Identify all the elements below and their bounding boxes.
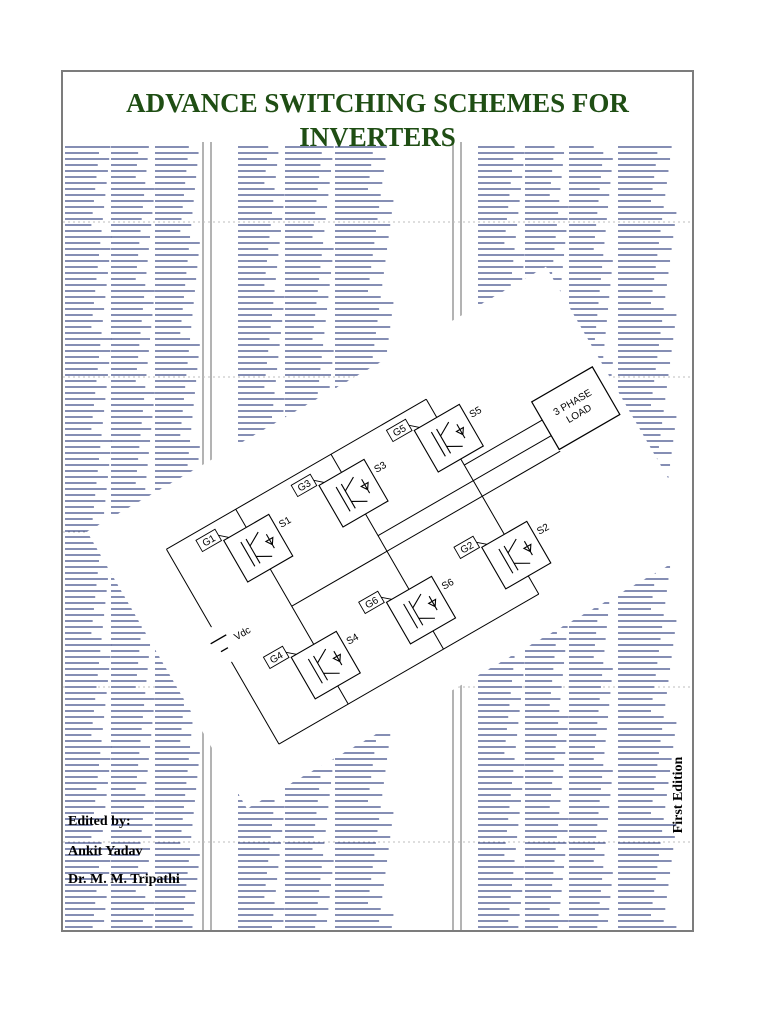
switch-label: S4 (345, 632, 361, 648)
igbt-symbol-icon (403, 593, 438, 629)
title-line-1: ADVANCE SWITCHING SCHEMES FOR (126, 88, 629, 118)
switch-s2: G2 S2 (453, 520, 552, 590)
editor-1: Ankit Yadav (68, 844, 143, 859)
switch-s6: G6 S6 (358, 575, 457, 645)
igbt-box (318, 458, 389, 528)
igbt-box (481, 520, 552, 590)
gate-label: G3 (290, 473, 325, 498)
switch-label: S1 (277, 515, 293, 531)
igbt-box (385, 575, 457, 645)
igbt-box (222, 513, 294, 583)
igbt-symbol-icon (307, 648, 343, 684)
book-cover: ADVANCE SWITCHING SCHEMES FOR INVERTERS (61, 70, 694, 932)
three-phase-load: 3 PHASE LOAD (530, 366, 621, 451)
gate-label: G2 (453, 535, 488, 560)
switch-label: S5 (468, 405, 484, 421)
title-line-2: INVERTERS (299, 122, 456, 152)
igbt-box (413, 403, 485, 473)
switch-label: S2 (535, 522, 551, 538)
waveform-column (111, 146, 155, 928)
switch-s3: G3 S3 (290, 458, 389, 528)
edition-label: First Edition (671, 756, 686, 834)
switch-s1: G1 S1 (195, 513, 294, 583)
switch-s5: G5 S5 (385, 403, 485, 473)
igbt-box (290, 630, 362, 700)
igbt-symbol-icon (498, 538, 533, 574)
igbt-symbol-icon (240, 531, 275, 567)
edited-by-label: Edited by: (68, 814, 131, 829)
switch-label: S3 (372, 460, 388, 476)
gate-label: G4 (262, 645, 297, 670)
switch-s4: G4 S4 (262, 630, 362, 700)
book-title: ADVANCE SWITCHING SCHEMES FOR INVERTERS (63, 86, 692, 154)
switch-label: S6 (440, 577, 456, 593)
editor-2: Dr. M. M. Tripathi (68, 872, 180, 887)
gate-label: G1 (195, 528, 230, 553)
igbt-symbol-icon (335, 476, 371, 512)
circuit-panel (87, 266, 692, 809)
gate-label: G6 (358, 590, 392, 615)
dc-source-symbol (210, 634, 229, 653)
igbt-symbol-icon (430, 421, 466, 457)
inverter-circuit-diagram: Vdc 3 PHASE LOAD G1S1G3S3G5S5G4S4G6S6G2S… (87, 266, 692, 809)
gate-label: G5 (385, 418, 420, 443)
waveform-column (65, 146, 112, 928)
